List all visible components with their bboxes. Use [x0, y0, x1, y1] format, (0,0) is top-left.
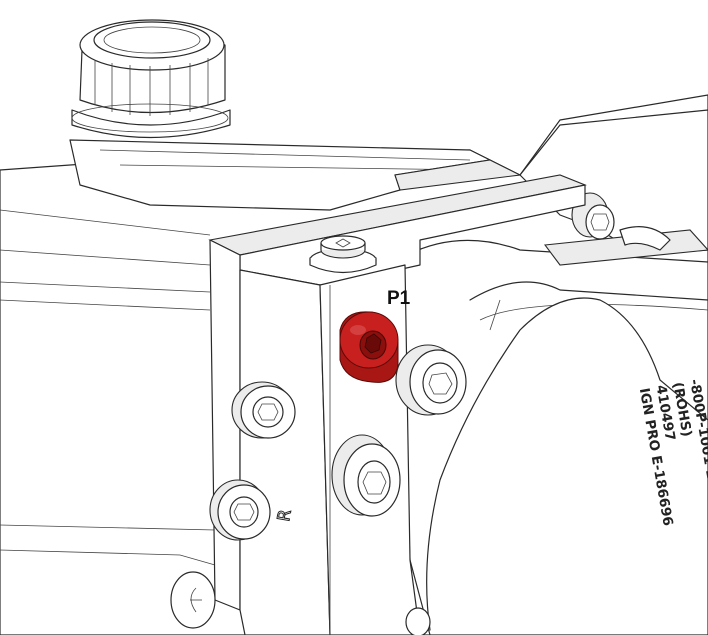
highlighted-spacer-p1[interactable]	[339, 311, 399, 383]
top-rail	[69, 139, 522, 211]
cylinder-body	[389, 239, 708, 635]
hex-bolt-right-upper	[395, 344, 467, 416]
hex-bolt-front-lower	[331, 434, 401, 517]
bottom-small-bolt	[405, 607, 431, 635]
knurled-cap	[71, 19, 231, 139]
side-mark-r: R	[274, 508, 296, 523]
hex-bolt-side-lower	[209, 479, 271, 541]
bottom-fitting	[170, 571, 216, 629]
hex-bolt-side-upper	[231, 381, 296, 439]
plate-top-bolt	[309, 235, 377, 274]
callout-label-p1: P1	[387, 288, 411, 309]
